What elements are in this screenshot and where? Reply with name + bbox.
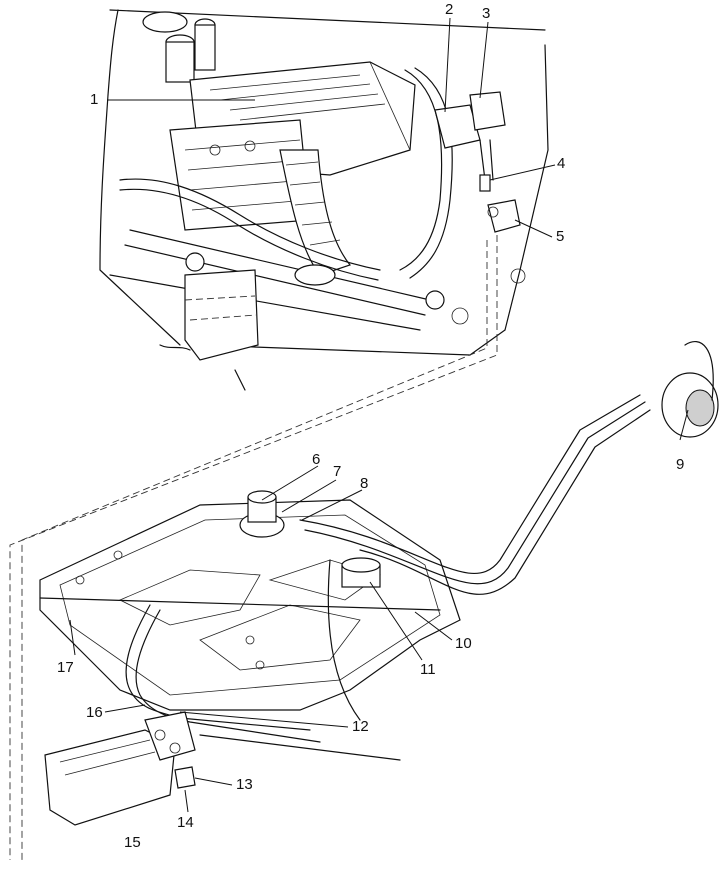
- callout-12: 12: [352, 718, 369, 735]
- callout-3: 3: [482, 5, 491, 22]
- callout-7: 7: [333, 463, 342, 480]
- callout-17: 17: [57, 659, 74, 676]
- callout-11: 11: [420, 661, 436, 678]
- callout-16: 16: [86, 704, 103, 721]
- callout-5: 5: [556, 228, 565, 245]
- callout-9: 9: [676, 456, 685, 473]
- callout-10: 10: [455, 635, 472, 652]
- callout-8: 8: [360, 475, 369, 492]
- callout-2: 2: [445, 1, 454, 18]
- callout-14: 14: [177, 814, 194, 831]
- callout-4: 4: [557, 155, 566, 172]
- dashed-connection-line: [9, 235, 498, 860]
- callout-13: 13: [236, 776, 253, 793]
- callout-1: 1: [90, 91, 99, 108]
- callout-6: 6: [312, 451, 321, 468]
- callout-15: 15: [124, 834, 141, 851]
- fuel-tank-illustration: [39, 341, 719, 826]
- engine-bay-illustration: [99, 9, 549, 391]
- leader-lines: [69, 17, 689, 813]
